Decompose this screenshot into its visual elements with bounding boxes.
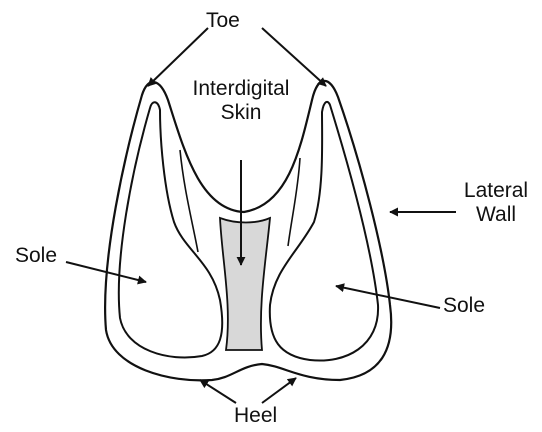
label-toe: Toe (206, 9, 240, 33)
label-heel: Heel (234, 404, 277, 428)
label-lateral-line2: Wall (461, 203, 531, 227)
arrow-heel-left (200, 380, 236, 403)
label-sole-right: Sole (443, 294, 485, 318)
label-lateral-wall: Lateral Wall (461, 179, 531, 227)
label-interdigital-skin: Interdigital Skin (166, 77, 316, 125)
label-sole-left: Sole (15, 244, 57, 268)
label-interdigital-line1: Interdigital (166, 77, 316, 101)
arrow-heel-right (262, 378, 296, 403)
label-interdigital-line2: Skin (166, 101, 316, 125)
label-lateral-line1: Lateral (461, 179, 531, 203)
